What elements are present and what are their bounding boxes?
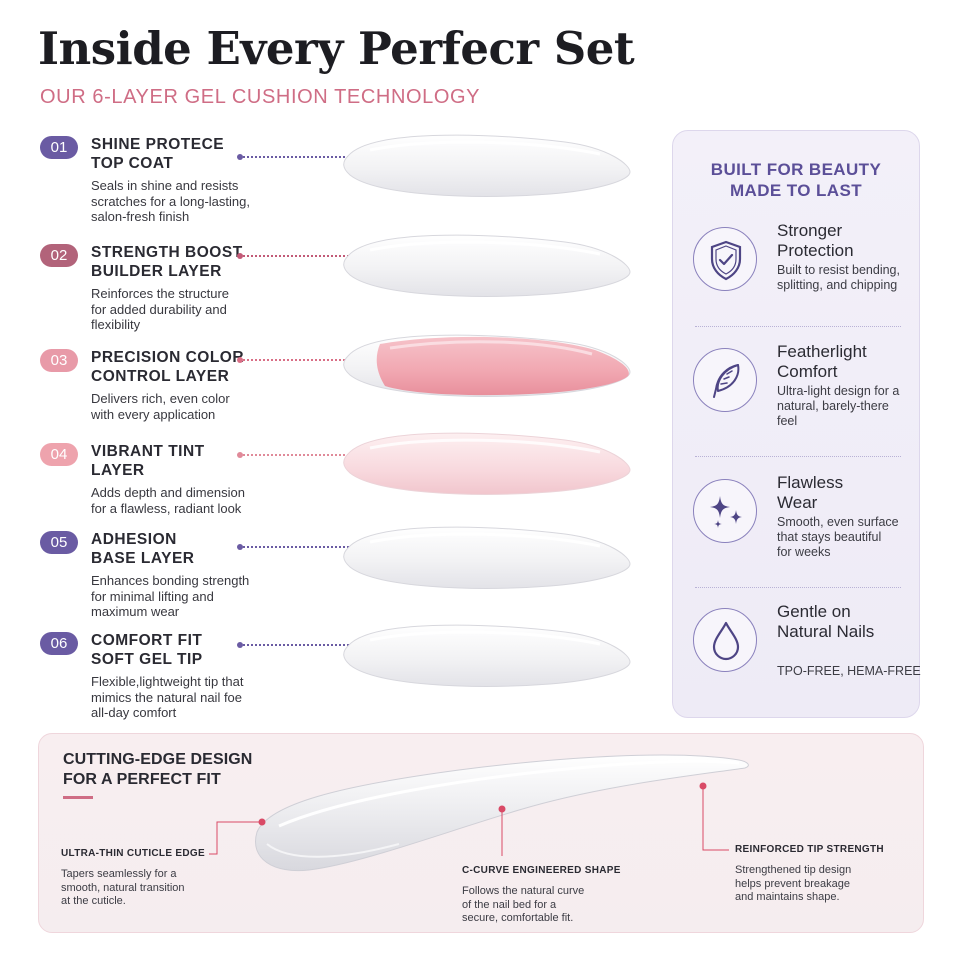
page-subtitle: OUR 6-LAYER GEL CUSHION TECHNOLOGY — [40, 86, 481, 108]
nail-layer-06 — [343, 624, 631, 687]
feature-description: TPO-FREE, HEMA-FREE — [777, 664, 921, 678]
callout-title: C-CURVE ENGINEERED SHAPE — [462, 865, 621, 876]
nail-layer-01 — [343, 134, 631, 197]
nail-layers-illustration — [343, 134, 631, 687]
divider — [695, 456, 901, 457]
leader-line — [240, 359, 352, 361]
leader-line — [240, 156, 352, 158]
nail-profile-illustration — [209, 754, 749, 872]
nail-layer-02 — [343, 234, 631, 297]
layer-number-badge: 03 — [40, 349, 78, 372]
callout-title: REINFORCED TIP STRENGTH — [735, 844, 884, 855]
title-underline — [63, 796, 93, 799]
leader-dot — [237, 253, 243, 259]
leader-line — [240, 644, 352, 646]
layer-number-badge: 04 — [40, 443, 78, 466]
callout-tip-strength: REINFORCED TIP STRENGTH Strengthened tip… — [735, 844, 884, 905]
callout-c-curve: C-CURVE ENGINEERED SHAPE Follows the nat… — [462, 865, 621, 926]
layer-number-badge: 02 — [40, 244, 78, 267]
leader-dot — [237, 154, 243, 160]
layer-number-badge: 06 — [40, 632, 78, 655]
droplet-icon — [693, 608, 757, 672]
leader-dot — [237, 452, 243, 458]
leader-line — [240, 255, 352, 257]
divider — [695, 587, 901, 588]
sparkles-icon — [693, 479, 757, 543]
nail-layer-05 — [343, 526, 631, 589]
feature-description: Built to resist bending,splitting, and c… — [777, 263, 900, 292]
page-title: Inside Every Perfecr Set — [38, 22, 635, 75]
layer-number-badge: 05 — [40, 531, 78, 554]
callout-cuticle-edge: ULTRA-THIN CUTICLE EDGE Tapers seamlessl… — [61, 848, 205, 909]
leader-line — [240, 454, 352, 456]
layer-number-badge: 01 — [40, 136, 78, 159]
leader-dot — [237, 357, 243, 363]
divider — [695, 326, 901, 327]
callout-title: ULTRA-THIN CUTICLE EDGE — [61, 848, 205, 859]
nail-layer-03 — [343, 334, 631, 397]
leader-line — [240, 546, 352, 548]
feather-icon — [693, 348, 757, 412]
nail-layer-04 — [343, 432, 631, 495]
leader-dot — [237, 642, 243, 648]
shield-check-icon — [693, 227, 757, 291]
leader-dot — [237, 544, 243, 550]
